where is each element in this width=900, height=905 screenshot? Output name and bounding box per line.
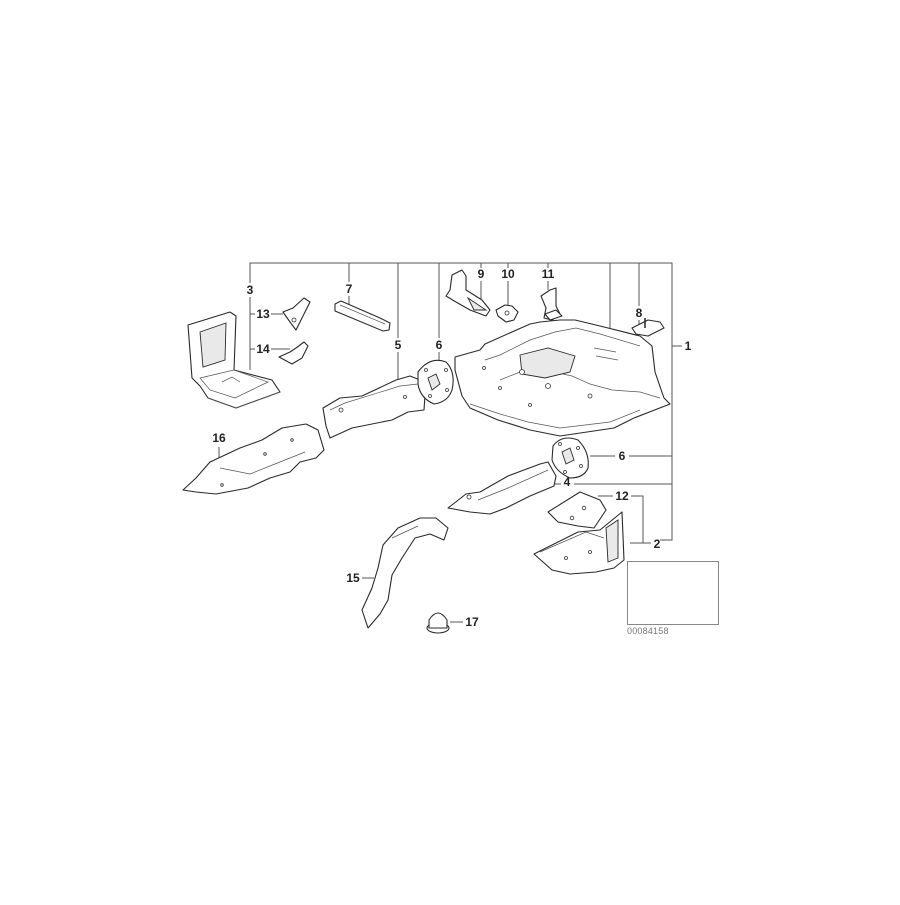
callout-10: 10 xyxy=(501,267,515,281)
part-4-longitudinal-member xyxy=(447,461,557,515)
part-13-bracket xyxy=(282,297,311,331)
callout-12: 12 xyxy=(615,489,629,503)
callout-8: 8 xyxy=(635,306,643,320)
leader-lines xyxy=(218,262,682,623)
callout-7: 7 xyxy=(345,282,353,296)
callout-1: 1 xyxy=(684,339,692,353)
vehicle-thumbnail xyxy=(627,561,719,625)
callout-16: 16 xyxy=(212,431,226,445)
part-16-left-wheel-arch xyxy=(182,423,325,495)
part-10-nut-plate xyxy=(495,304,519,323)
part-9-support-bracket xyxy=(445,269,491,317)
part-6-reinforcement-plate-right xyxy=(551,437,589,479)
part-5-longitudinal-member xyxy=(322,375,426,439)
part-15-right-wheel-arch xyxy=(361,517,449,629)
callout-15: 15 xyxy=(346,571,360,585)
callout-17: 17 xyxy=(465,615,479,629)
callout-3: 3 xyxy=(246,283,254,297)
part-11-mounting-bracket xyxy=(540,287,563,321)
part-17-rubber-plug xyxy=(426,612,450,634)
callout-5: 5 xyxy=(394,338,402,352)
callout-14: 14 xyxy=(256,342,270,356)
part-14-bracket xyxy=(278,341,309,365)
part-8-stud-plate xyxy=(631,318,665,337)
part-3-left-floor-section xyxy=(187,311,281,409)
image-code: 00084158 xyxy=(627,626,669,636)
part-12-spare-wheel-bracket xyxy=(547,491,607,529)
part-7-crossmember xyxy=(334,300,391,332)
callout-13: 13 xyxy=(256,307,270,321)
callout-6-right: 6 xyxy=(618,449,626,463)
callout-9: 9 xyxy=(477,267,485,281)
callout-11: 11 xyxy=(541,267,555,281)
part-1-floor-pan xyxy=(454,319,671,437)
part-6-reinforcement-plate-left xyxy=(417,359,454,405)
part-2-right-floor-section xyxy=(533,511,625,575)
callout-6-left: 6 xyxy=(435,338,443,352)
callout-2: 2 xyxy=(653,537,661,551)
callout-4: 4 xyxy=(563,475,571,489)
